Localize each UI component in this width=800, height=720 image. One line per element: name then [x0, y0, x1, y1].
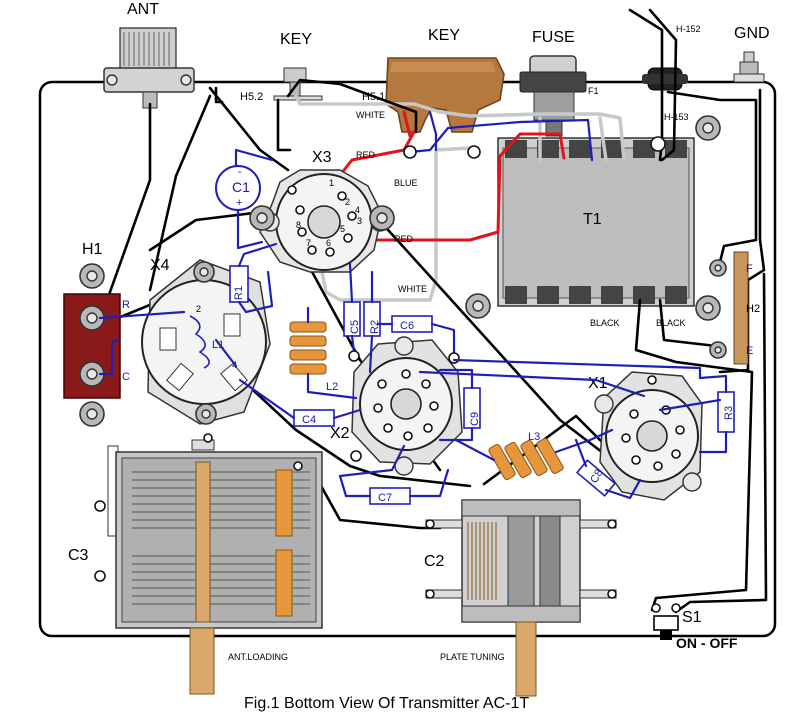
inductor-l2 — [289, 306, 358, 400]
terminal-strip-h2 — [709, 251, 749, 365]
tube-socket-x4 — [141, 259, 271, 425]
ant-loading-label: ANT.LOADING — [228, 652, 288, 662]
x4-pin-2: 2 — [196, 304, 201, 314]
c6-label: C6 — [400, 320, 414, 332]
resistor-r2 — [363, 270, 381, 374]
c4-label: C4 — [302, 414, 316, 426]
mounting-hardware — [203, 115, 721, 443]
x3-pin-4: 4 — [355, 205, 360, 215]
power-switch-s1[interactable] — [651, 603, 681, 640]
capacitor-c5 — [343, 262, 361, 362]
l3-label: L3 — [528, 431, 540, 443]
c1-plus: + — [236, 197, 242, 209]
c5-label: C5 — [349, 320, 361, 334]
h2-terminal-f: F — [746, 263, 753, 275]
resistor-r3 — [698, 374, 735, 454]
x3-pin-1: 1 — [329, 178, 334, 188]
h153-label: H-153 — [664, 112, 689, 122]
f1-label: F1 — [588, 86, 599, 96]
key2-label: KEY — [428, 27, 460, 44]
fuse-holder[interactable] — [519, 55, 587, 137]
tube-socket-x3 — [259, 169, 390, 273]
c1-label: C1 — [232, 179, 250, 195]
wire-label-white-1: WHITE — [356, 110, 385, 120]
capacitor-c9 — [438, 368, 481, 442]
x2-label: X2 — [330, 425, 350, 442]
antenna-connector[interactable] — [103, 27, 195, 109]
wire-label-red-2: RED — [394, 234, 414, 244]
h52-label: H5.2 — [240, 91, 263, 103]
c9-label: C9 — [469, 412, 481, 426]
key-jack-h52[interactable] — [273, 67, 323, 152]
r3-label: R3 — [723, 406, 735, 420]
ant-label: ANT — [127, 1, 159, 18]
c3-label: C3 — [68, 547, 89, 564]
c7-label: C7 — [378, 492, 392, 504]
figure-caption: Fig.1 Bottom View Of Transmitter AC-1T — [244, 695, 529, 712]
resistor-r1 — [229, 242, 278, 314]
h1-terminal-r: R — [122, 299, 130, 311]
x3-pin-2: 2 — [345, 197, 350, 207]
fuse-label: FUSE — [532, 29, 575, 46]
key1-label: KEY — [280, 31, 312, 48]
wire-label-red-1: RED — [356, 150, 376, 160]
capacitor-c1 — [215, 148, 274, 250]
r1-label: R1 — [233, 286, 245, 300]
wire-label-black-2: BLACK — [656, 318, 686, 328]
terminal-block-h1 — [63, 263, 121, 427]
inductor-l3 — [454, 428, 614, 480]
transformer-t1: T1 — [497, 137, 695, 307]
h1-terminal-c: C — [122, 371, 130, 383]
gnd-label: GND — [734, 25, 770, 42]
h2-label: H2 — [746, 303, 760, 315]
s1-label: S1 — [682, 609, 702, 626]
x3-pin-8: 8 — [296, 220, 301, 230]
x3-label: X3 — [312, 149, 332, 166]
wire-label-black-1: BLACK — [590, 318, 620, 328]
l2-label: L2 — [326, 381, 338, 393]
capacitor-c4 — [238, 378, 362, 427]
h2-terminal-e: E — [746, 345, 753, 357]
variable-capacitor-c3[interactable] — [94, 439, 323, 695]
variable-capacitor-c2[interactable] — [425, 499, 617, 697]
x4-label: X4 — [150, 257, 170, 274]
wire-label-white-2: WHITE — [398, 284, 427, 294]
x3-pin-7: 7 — [306, 238, 311, 248]
x3-pin-5: 5 — [340, 224, 345, 234]
r2-label: R2 — [369, 320, 381, 334]
x3-pin-3: 3 — [357, 216, 362, 226]
tube-socket-x2 — [351, 336, 463, 476]
h152-label: H-152 — [676, 24, 701, 34]
plate-tuning-label: PLATE TUNING — [440, 652, 505, 662]
h1-label: H1 — [82, 241, 103, 258]
ground-post[interactable] — [733, 51, 765, 83]
wire-label-blue: BLUE — [394, 178, 418, 188]
x3-pin-6: 6 — [326, 238, 331, 248]
capacitor-c6 — [376, 315, 460, 364]
power-cord-grommet — [642, 67, 688, 91]
t1-label: T1 — [583, 211, 602, 228]
capacitor-c7 — [338, 450, 450, 505]
on-off-label: ON - OFF — [676, 635, 738, 651]
tube-socket-x1 — [594, 371, 703, 501]
c1-minus: - — [238, 166, 242, 178]
c2-label: C2 — [424, 553, 445, 570]
capacitor-c8 — [574, 438, 642, 500]
